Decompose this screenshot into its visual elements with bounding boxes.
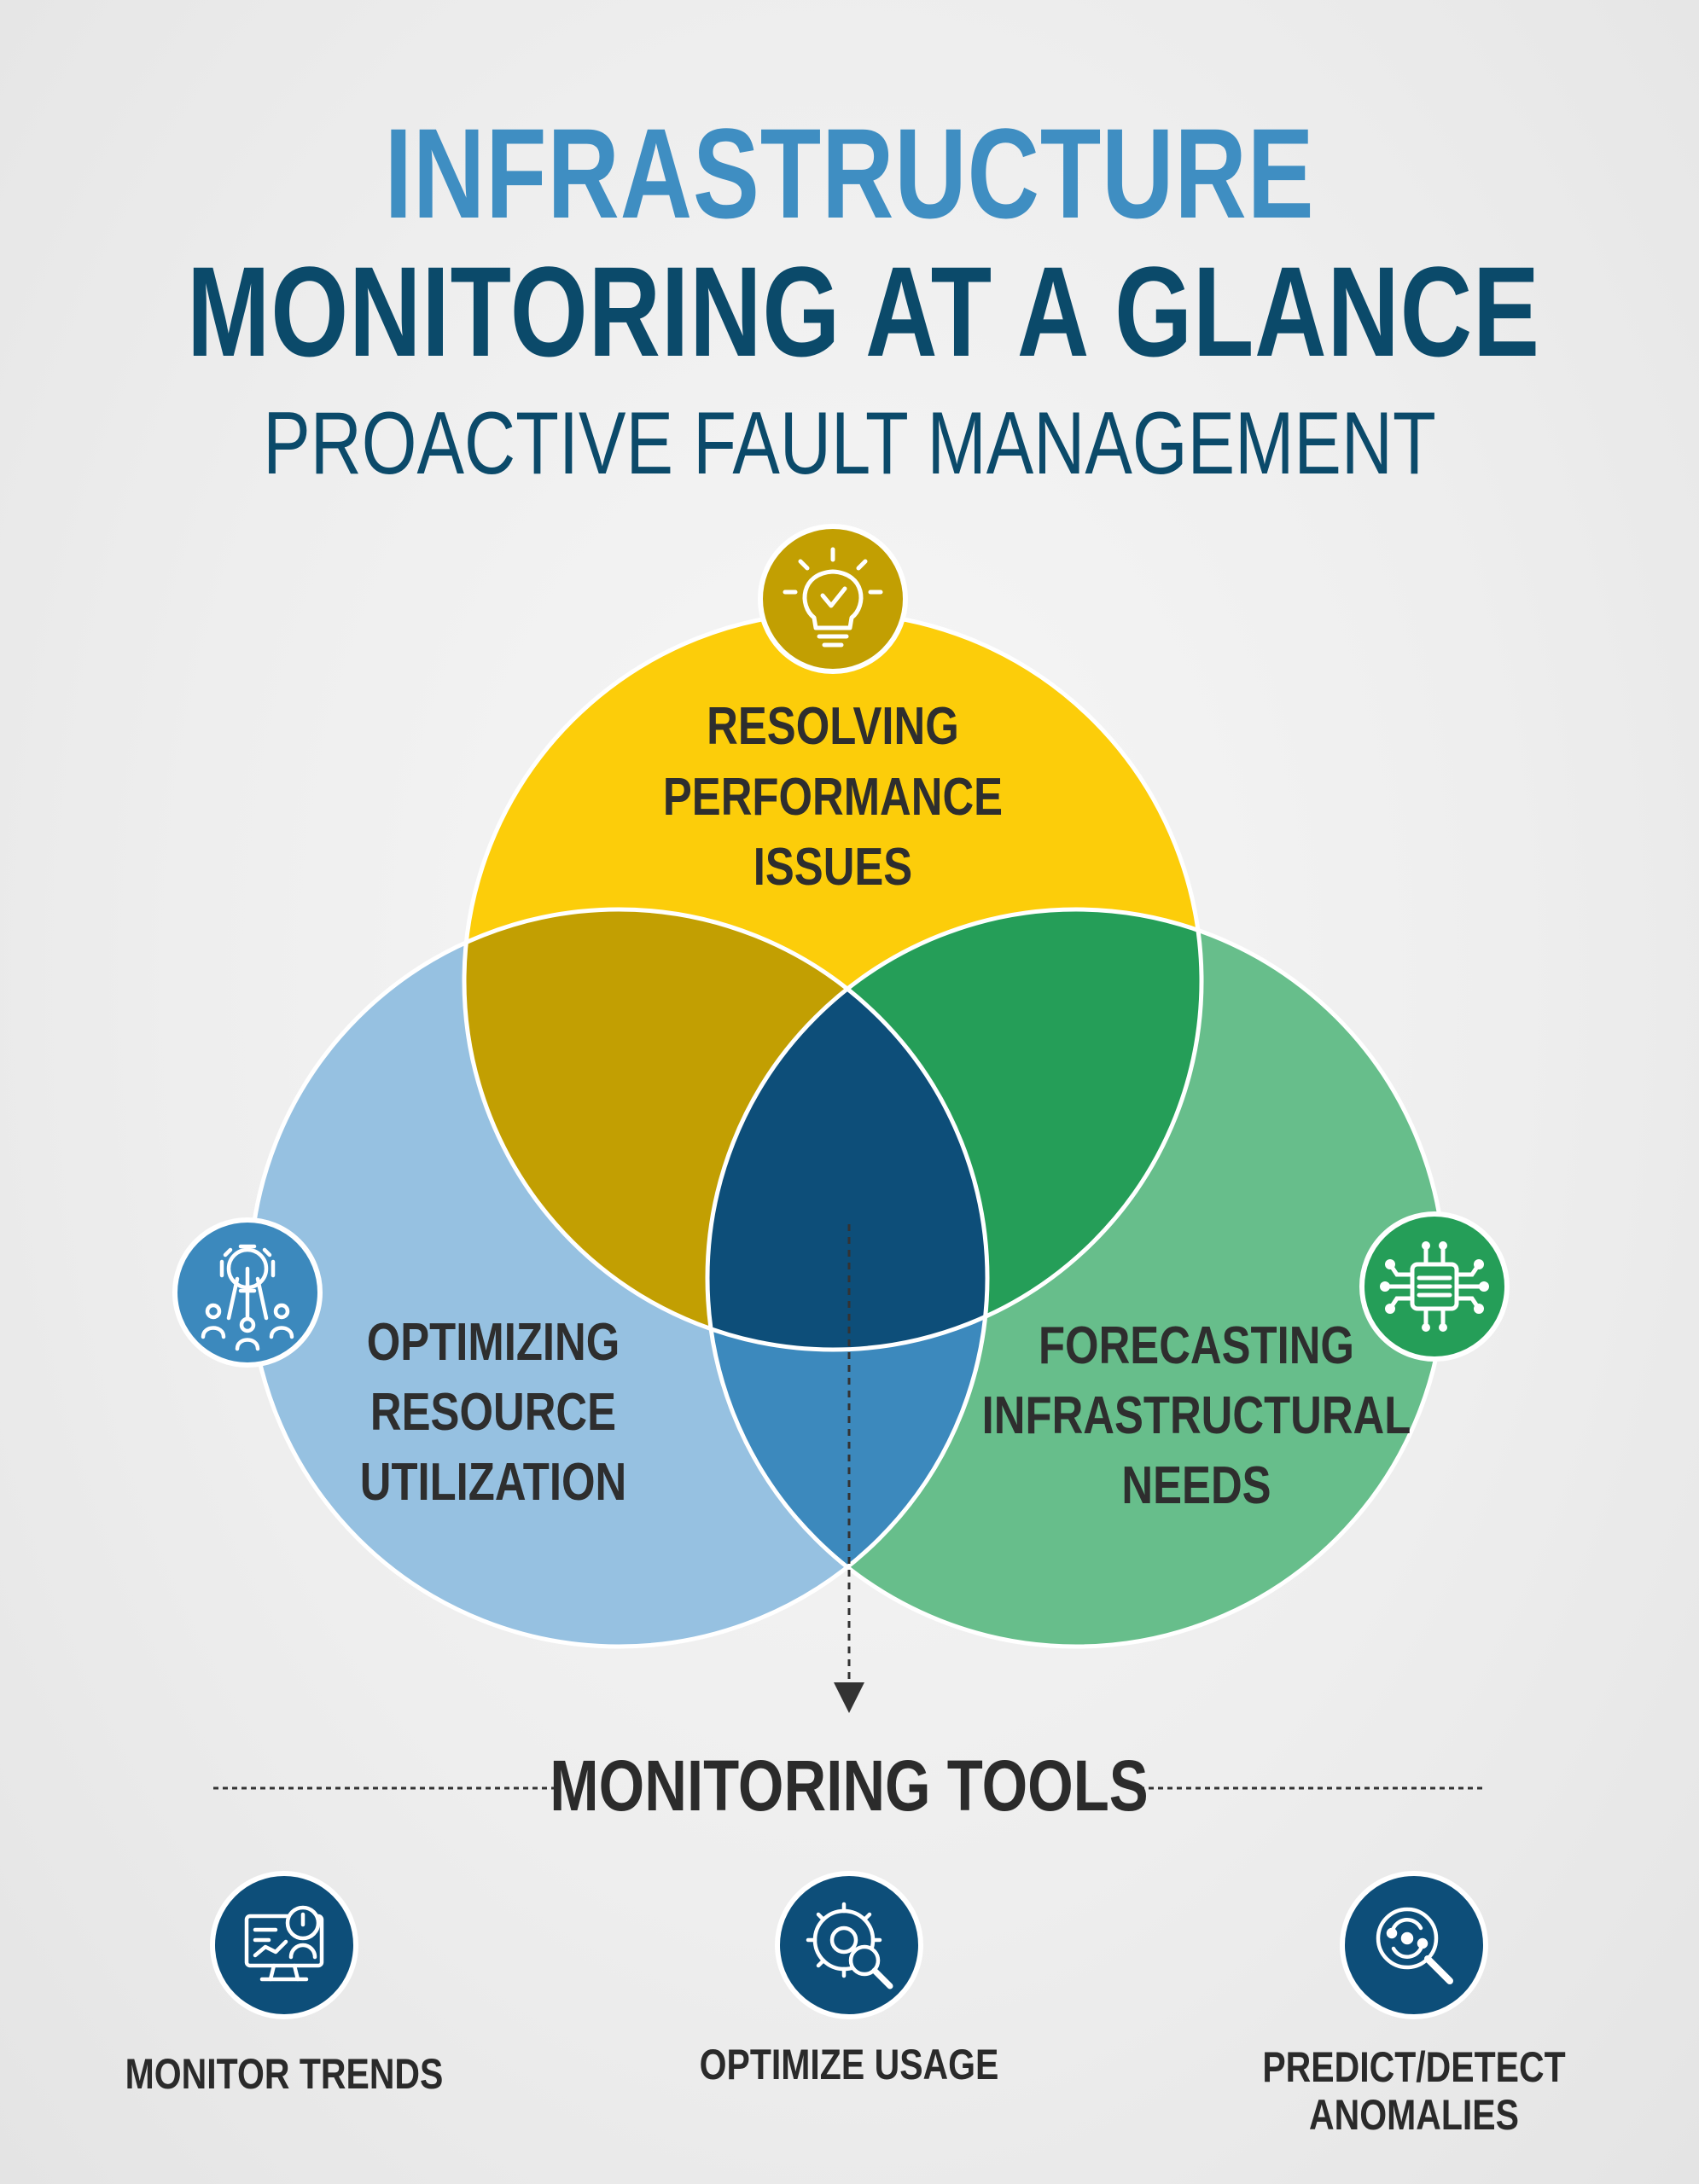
lightbulb-check-icon [758,524,908,674]
venn-left-label-1: OPTIMIZING [367,1313,620,1372]
venn-left-label-3: UTILIZATION [360,1453,626,1512]
circuit-chip-icon [1359,1211,1510,1362]
title-line-2: MONITORING AT A GLANCE [187,240,1540,383]
tool-label-optimize-usage: OPTIMIZE USAGE [700,2041,999,2088]
venn-right-label-1: FORECASTING [1039,1316,1354,1375]
tool-label-anomalies: ANOMALIES [1309,2091,1519,2139]
venn-top-label-1: RESOLVING [707,697,959,756]
tool-label-predict-detect: PREDICT/DETECT [1262,2043,1565,2091]
gear-magnifier-icon [775,1871,923,2019]
title-line-1: INFRASTRUCTURE [384,102,1315,245]
gear-circuit-people-icon [172,1217,323,1368]
tool-label-monitor-trends: MONITOR TRENDS [125,2050,444,2098]
subtitle: PROACTIVE FAULT MANAGEMENT [263,394,1436,493]
venn-right-label-2: INFRASTRUCTURAL [982,1386,1411,1445]
venn-top-label-3: ISSUES [753,838,912,897]
search-anomaly-icon [1340,1871,1488,2019]
venn-right-label-3: NEEDS [1121,1456,1271,1515]
venn-left-label-2: RESOURCE [370,1383,616,1442]
overlap-center [707,909,987,1350]
monitor-dashboard-icon [210,1871,358,2019]
monitoring-tools-title: MONITORING TOOLS [550,1746,1148,1827]
venn-top-label-2: PERFORMANCE [663,768,1003,827]
